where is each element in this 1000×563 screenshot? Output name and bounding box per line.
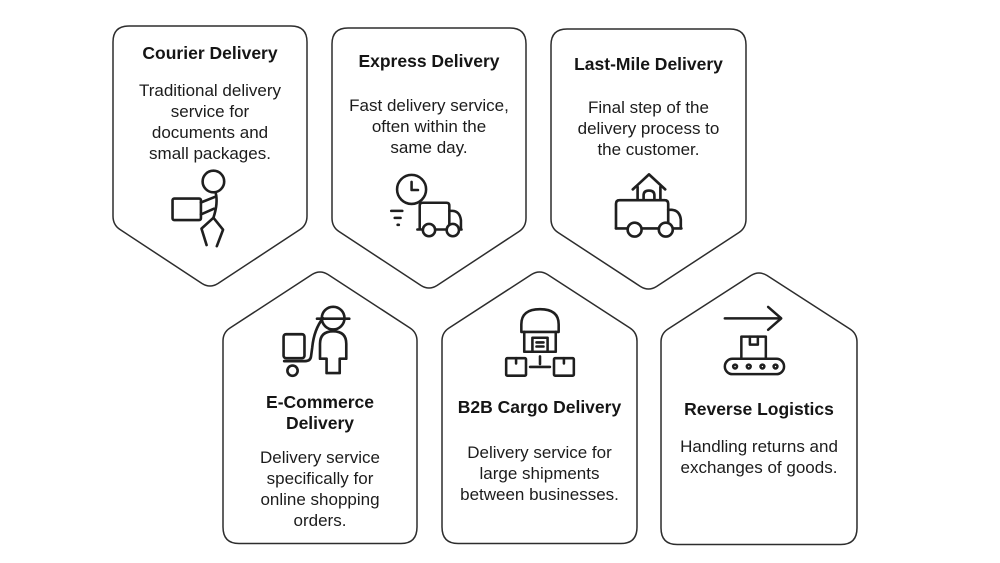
card-body-line: often within the (371, 117, 487, 136)
banner-shape-up (660, 272, 858, 546)
card-body-line: between businesses. (460, 485, 619, 504)
warehouse-distribution-icon (504, 307, 575, 377)
banner-shape-up (441, 271, 638, 545)
card-title: Last-Mile Delivery (574, 54, 723, 74)
card-body-line: large shipments (479, 464, 600, 483)
card-body-line: documents and (151, 123, 269, 142)
card-body-line: same day. (390, 138, 468, 157)
conveyor-return-arrow-icon (723, 305, 786, 376)
banner-shape-down (550, 28, 747, 290)
banner-shape-down (331, 27, 527, 289)
card-body-line: small packages. (149, 144, 271, 163)
card-body-line: online shopping (260, 490, 380, 509)
banner-shape-up (222, 271, 418, 545)
card-body: Handling returns and exchanges of goods. (680, 436, 838, 478)
card-reverse-logistics: Reverse Logistics Handling returns and e… (660, 269, 858, 546)
courier-carrying-package-icon (171, 169, 226, 248)
express-truck-clock-icon (389, 173, 463, 238)
card-title: B2B Cargo Delivery (457, 397, 622, 417)
card-body-line: orders. (293, 511, 347, 530)
card-body-line: Delivery service for (467, 443, 612, 462)
card-body-line: Traditional delivery (138, 81, 282, 100)
card-title: Express Delivery (358, 51, 500, 71)
card-e-commerce-delivery: E-Commerce Delivery Delivery service spe… (222, 268, 418, 545)
card-body-line: Delivery service (260, 448, 380, 467)
card-body-line: service for (170, 102, 250, 121)
card-express-delivery: Express Delivery Fast delivery service, … (331, 27, 527, 291)
card-body-line: Fast delivery service, (349, 96, 509, 115)
card-body-line: specifically for (266, 469, 374, 488)
card-title: Courier Delivery (142, 43, 278, 63)
card-courier-delivery: Courier Delivery Traditional delivery se… (112, 25, 308, 289)
banner-shape-down (112, 25, 308, 287)
courier-hand-truck-icon (282, 305, 351, 378)
card-body-line: delivery process to (577, 119, 720, 138)
card-body-line: Handling returns and (680, 437, 838, 456)
card-body: Delivery service specifically for online… (260, 447, 380, 531)
card-title: E-Commerce Delivery (266, 392, 374, 433)
card-body-line: exchanges of goods. (680, 458, 838, 477)
card-body: Traditional delivery service for documen… (139, 80, 281, 164)
card-body-line: the customer. (597, 140, 700, 159)
card-body: Delivery service for large shipments bet… (460, 442, 619, 505)
card-body: Final step of the delivery process to th… (578, 97, 720, 160)
card-body-line: Final step of the (588, 98, 709, 117)
card-body: Fast delivery service, often within the … (349, 95, 509, 158)
card-last-mile-delivery: Last-Mile Delivery Final step of the del… (550, 28, 747, 292)
home-delivery-truck-icon (614, 173, 683, 238)
card-b2b-cargo-delivery: B2B Cargo Delivery Delivery service for … (441, 268, 638, 545)
card-title: Reverse Logistics (684, 399, 834, 419)
